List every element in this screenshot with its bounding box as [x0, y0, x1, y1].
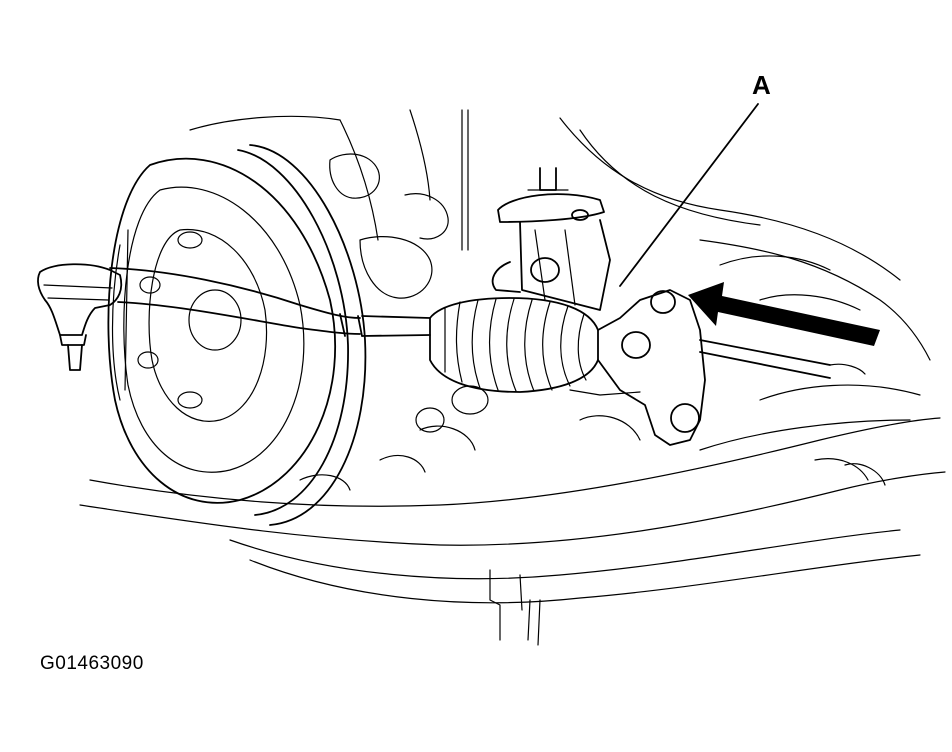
direction-arrow	[688, 282, 880, 346]
tie-rod-end	[37, 263, 431, 371]
callout-label-a: A	[752, 70, 771, 100]
chassis-background	[189, 109, 931, 361]
rack-rod	[699, 339, 866, 379]
crossmember	[79, 384, 946, 646]
brake-rotor	[107, 144, 367, 526]
figure-id: G01463090	[40, 653, 144, 674]
callout-leader-line	[619, 103, 759, 287]
steering-gearbox	[491, 167, 706, 446]
steering-boot	[429, 297, 599, 393]
